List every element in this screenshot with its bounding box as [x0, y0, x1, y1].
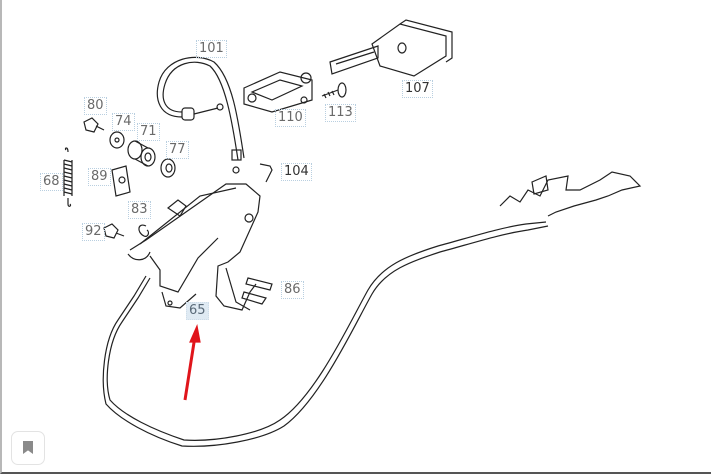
part-89-clip — [111, 165, 131, 197]
callout-107[interactable]: 107 — [402, 80, 433, 98]
part-68-spring — [63, 147, 73, 207]
bookmark-icon — [23, 441, 33, 454]
callout-101[interactable]: 101 — [196, 40, 227, 58]
part-101-cable — [156, 56, 245, 174]
part-65-pedal-assembly — [127, 183, 261, 311]
cable-assembly — [102, 221, 549, 447]
callout-65-selected[interactable]: 65 — [186, 302, 209, 320]
callout-80[interactable]: 80 — [84, 97, 107, 115]
part-86-pads — [241, 277, 273, 305]
callout-74[interactable]: 74 — [112, 113, 135, 131]
part-80-bolt — [83, 117, 105, 133]
part-113-screw — [321, 82, 347, 99]
callout-104[interactable]: 104 — [281, 163, 312, 181]
linkage-sketch — [499, 171, 642, 217]
callout-68[interactable]: 68 — [40, 173, 63, 191]
part-110-bracket — [243, 71, 313, 113]
part-83-circlip — [138, 224, 150, 237]
callout-83[interactable]: 83 — [128, 201, 151, 219]
callout-110[interactable]: 110 — [275, 109, 306, 127]
callout-113[interactable]: 113 — [325, 104, 356, 122]
part-104-clip — [259, 163, 273, 183]
red-arrow — [183, 323, 201, 401]
part-107-switch — [329, 19, 453, 77]
callout-86[interactable]: 86 — [281, 281, 304, 299]
bookmark-button[interactable] — [11, 431, 45, 465]
part-71-bushing — [127, 140, 156, 167]
callout-77[interactable]: 77 — [166, 141, 189, 159]
callout-71[interactable]: 71 — [137, 123, 160, 141]
callout-92[interactable]: 92 — [82, 223, 105, 241]
callout-89[interactable]: 89 — [88, 168, 111, 186]
part-92-bolt — [103, 223, 125, 239]
part-74-washer — [109, 131, 125, 149]
part-77-ring — [160, 158, 176, 178]
